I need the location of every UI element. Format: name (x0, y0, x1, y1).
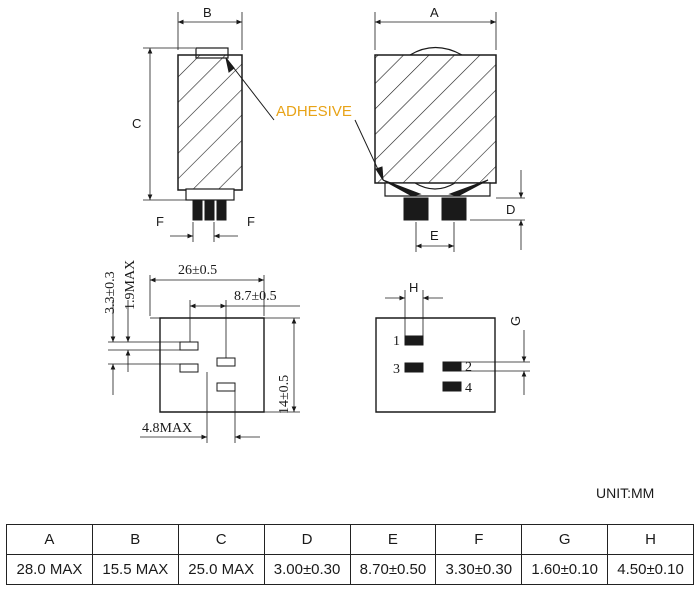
pin-1-label: 1 (393, 334, 400, 349)
dim-14: 14±0.5 (277, 375, 292, 414)
value-cell-c: 25.0 MAX (177, 554, 265, 585)
dim-1-9: 1.9MAX (123, 260, 138, 310)
pin-4-label: 4 (465, 381, 472, 396)
value-cell-g: 1.60±0.10 (521, 554, 609, 585)
table-header-row: A B C D E F G H (6, 524, 694, 555)
header-cell-d: D (263, 524, 351, 555)
unit-label: UNIT:MM (596, 485, 655, 501)
dim-3-3: 3.3±0.3 (103, 271, 118, 314)
label-b: B (203, 5, 212, 20)
table-value-row: 28.0 MAX 15.5 MAX 25.0 MAX 3.00±0.30 8.7… (6, 554, 694, 585)
adhesive-label: ADHESIVE (276, 103, 352, 120)
value-cell-d: 3.00±0.30 (263, 554, 351, 585)
value-cell-f: 3.30±0.30 (435, 554, 523, 585)
label-d: D (506, 202, 515, 217)
dim-8-7: 8.7±0.5 (234, 289, 277, 304)
front-view (374, 12, 525, 252)
dim-4-8: 4.8MAX (142, 421, 192, 436)
label-f-left: F (156, 214, 164, 229)
side-view (143, 12, 384, 242)
header-cell-g: G (521, 524, 609, 555)
header-cell-c: C (177, 524, 265, 555)
label-a: A (430, 5, 439, 20)
value-cell-h: 4.50±0.10 (607, 554, 694, 585)
value-cell-b: 15.5 MAX (91, 554, 179, 585)
header-cell-b: B (91, 524, 179, 555)
header-cell-a: A (6, 524, 93, 555)
label-h: H (409, 280, 418, 295)
label-g: G (508, 316, 523, 326)
dimension-table: A B C D E F G H 28.0 MAX 15.5 MAX 25.0 M… (6, 524, 694, 585)
header-cell-h: H (607, 524, 694, 555)
pin-layout-view (375, 290, 530, 413)
pin-2-label: 2 (465, 360, 472, 375)
label-c: C (132, 116, 141, 131)
dim-26: 26±0.5 (178, 263, 217, 278)
header-cell-e: E (349, 524, 437, 555)
label-e: E (430, 228, 439, 243)
mechanical-drawing: B C F F ADHESIVE A D E (103, 5, 530, 443)
footprint-view (108, 275, 300, 443)
label-f-right: F (247, 214, 255, 229)
value-cell-e: 8.70±0.50 (349, 554, 437, 585)
value-cell-a: 28.0 MAX (6, 554, 93, 585)
header-cell-f: F (435, 524, 523, 555)
pin-3-label: 3 (393, 362, 400, 377)
